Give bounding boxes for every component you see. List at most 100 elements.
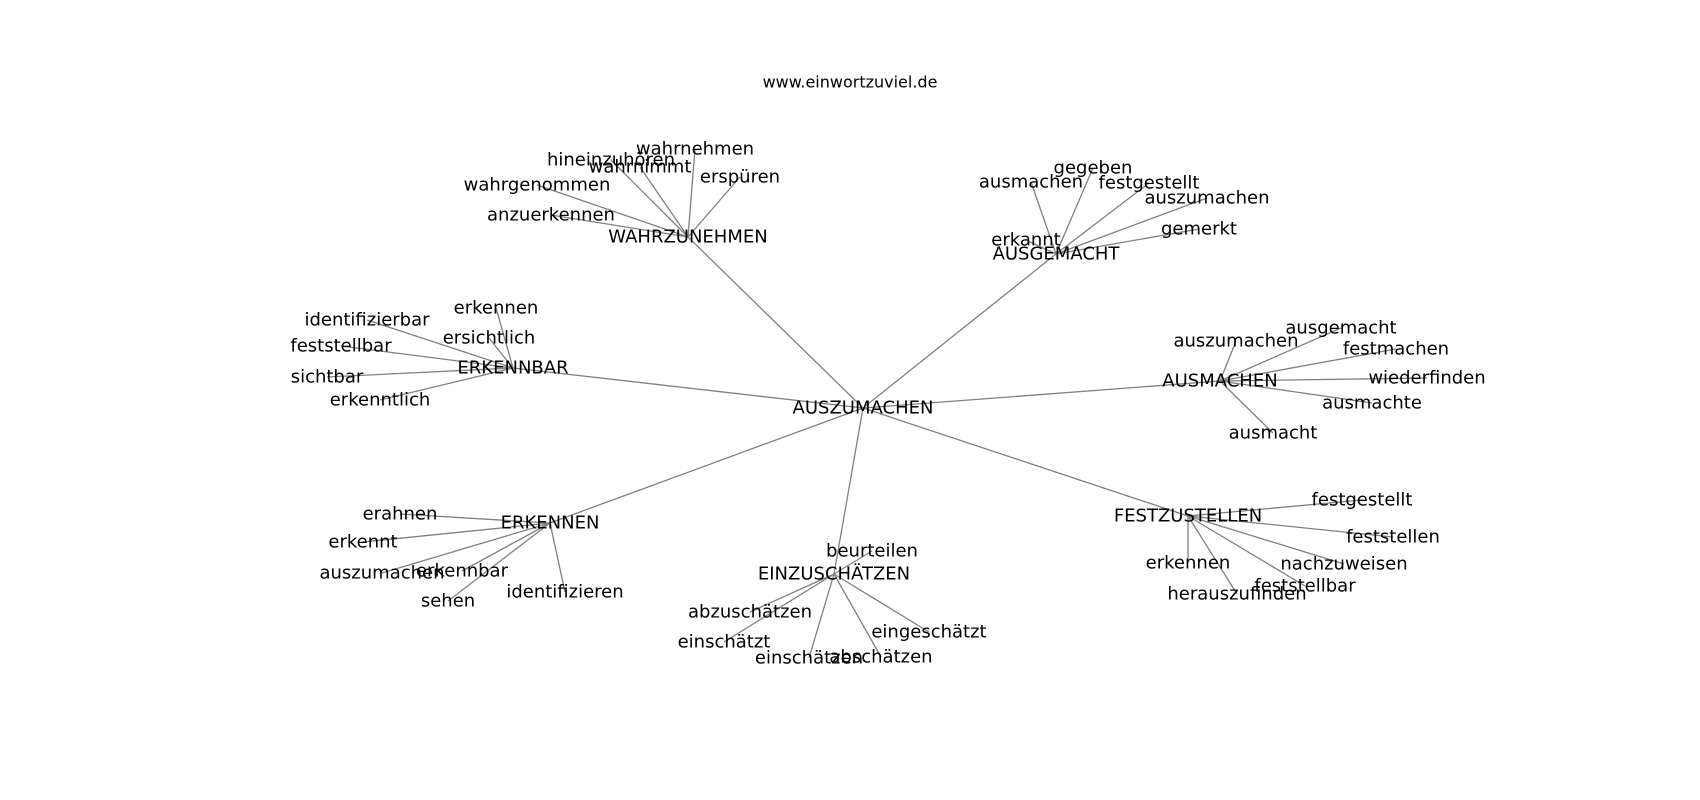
- leaf-node-sichtbar: sichtbar: [291, 367, 364, 388]
- edge-wahrzunehmen-wahrnehmen: [687, 148, 696, 238]
- leaf-node-festgestellt: festgestellt: [1099, 173, 1200, 194]
- edge-ausmachen-ausgemacht: [1219, 327, 1342, 382]
- leaf-node-anzuerkennen: anzuerkennen: [487, 205, 615, 226]
- edge-festzustellen-nachzuweisen: [1187, 515, 1345, 565]
- edge-einzuschaetzen-beurteilen: [833, 550, 873, 575]
- edge-center-ausgemacht: [862, 253, 1057, 409]
- leaf-node-ausmachen: ausmachen: [979, 172, 1083, 193]
- hub-node-einzuschaetzen: EINZUSCHÄTZEN: [758, 564, 910, 585]
- leaf-node-wiederfinden: wiederfinden: [1368, 368, 1485, 389]
- edge-erkennen-identifizieren: [549, 522, 566, 593]
- edge-erkennbar-identifizierbar: [366, 319, 514, 369]
- edge-center-ausmachen: [862, 380, 1221, 409]
- leaf-node-erkennen: erkennen: [454, 298, 539, 319]
- edge-erkennbar-ersichtlich: [488, 337, 514, 369]
- edge-erkennbar-erkennen: [495, 307, 514, 369]
- leaf-node-beurteilen: beurteilen: [826, 541, 918, 562]
- edge-center-einzuschaetzen: [833, 407, 864, 575]
- edge-center-festzustellen: [862, 407, 1189, 517]
- leaf-node-ersichtlich: ersichtlich: [443, 328, 536, 349]
- center-node: AUSZUMACHEN: [793, 398, 934, 419]
- leaf-node-auszumachen: auszumachen: [1144, 188, 1269, 209]
- edge-festzustellen-herauszufinden: [1187, 515, 1238, 595]
- leaf-node-nachzuweisen: nachzuweisen: [1280, 554, 1407, 575]
- edge-ausgemacht-gegeben: [1055, 167, 1094, 255]
- leaf-node-erkennt: erkennt: [328, 532, 397, 553]
- leaf-node-abschaetzen: abschätzen: [829, 647, 932, 668]
- edge-festzustellen-feststellbar: [1187, 515, 1306, 587]
- leaf-node-ausgemacht: ausgemacht: [1285, 318, 1396, 339]
- edge-erkennen-erahnen: [399, 513, 551, 524]
- leaf-node-erkenntlich: erkenntlich: [330, 390, 431, 411]
- edge-ausmachen-ausmacht: [1219, 380, 1274, 434]
- edge-wahrzunehmen-wahrnimmt: [639, 166, 689, 238]
- edge-erkennen-auszumachen: [381, 522, 551, 574]
- edge-einzuschaetzen-einschaetzt: [723, 573, 835, 643]
- leaf-node-abzuschaetzen: abzuschätzen: [688, 602, 812, 623]
- leaf-node-wahrnimmt: wahrnimmt: [589, 157, 692, 178]
- leaf-node-ausmacht: ausmacht: [1229, 423, 1318, 444]
- hub-node-erkennen: ERKENNEN: [501, 513, 600, 534]
- hub-node-ausmachen: AUSMACHEN: [1162, 371, 1277, 392]
- edge-ausgemacht-gemerkt: [1055, 228, 1200, 255]
- edge-erkennbar-feststellbar: [340, 345, 514, 369]
- leaf-node-auszumachen: auszumachen: [1173, 331, 1298, 352]
- graph-edges: [326, 148, 1428, 659]
- leaf-node-gemerkt: gemerkt: [1161, 219, 1237, 240]
- edge-ausgemacht-erkannt: [1025, 239, 1057, 255]
- edge-wahrzunehmen-anzuerkennen: [550, 214, 689, 238]
- leaf-node-hineinzuhoeren: hineinzuhören: [547, 150, 675, 171]
- edge-erkennen-erkennbar: [461, 522, 551, 572]
- leaf-node-sehen: sehen: [421, 591, 475, 612]
- edge-einzuschaetzen-einschaetzen: [808, 573, 835, 659]
- leaf-node-ausmachte: ausmachte: [1322, 393, 1422, 414]
- edge-erkennbar-erkenntlich: [379, 367, 514, 401]
- edge-einzuschaetzen-eingeschaetzt: [833, 573, 930, 633]
- hub-node-wahrzunehmen: WAHRZUNEHMEN: [608, 227, 767, 248]
- leaf-node-festmachen: festmachen: [1343, 339, 1449, 360]
- leaf-node-erkannt: erkannt: [991, 230, 1061, 251]
- edge-ausmachen-festmachen: [1219, 348, 1397, 382]
- edge-festzustellen-festgestellt: [1187, 499, 1363, 517]
- hub-node-festzustellen: FESTZUSTELLEN: [1114, 506, 1262, 527]
- edge-ausgemacht-ausmachen: [1030, 181, 1057, 255]
- edge-ausmachen-auszumachen: [1219, 340, 1237, 382]
- leaf-node-wahrnehmen: wahrnehmen: [636, 139, 754, 160]
- leaf-node-einschaetzen: einschätzen: [755, 648, 863, 669]
- edge-ausgemacht-auszumachen: [1055, 197, 1208, 255]
- leaf-node-erahnen: erahnen: [363, 504, 438, 525]
- leaf-node-erspueren: erspüren: [700, 167, 780, 188]
- leaf-node-identifizieren: identifizieren: [506, 582, 623, 603]
- leaf-node-erkennen: erkennen: [1146, 553, 1231, 574]
- edge-ausgemacht-festgestellt: [1055, 182, 1150, 255]
- leaf-node-wahrgenommen: wahrgenommen: [464, 175, 611, 196]
- leaf-node-erkennbar: erkennbar: [416, 561, 509, 582]
- edge-wahrzunehmen-erspueren: [687, 176, 741, 238]
- edge-center-wahrzunehmen: [687, 236, 864, 409]
- edge-ausmachen-wiederfinden: [1219, 377, 1428, 382]
- leaf-node-feststellbar: feststellbar: [290, 336, 392, 357]
- leaf-node-festgestellt: festgestellt: [1312, 490, 1413, 511]
- edge-einzuschaetzen-abzuschaetzen: [749, 573, 835, 613]
- leaf-node-identifizierbar: identifizierbar: [304, 310, 430, 331]
- graph-nodes: AUSZUMACHEN WAHRZUNEHMEN wahrnehmenhineinz…: [290, 139, 1485, 669]
- hub-node-ausgemacht: AUSGEMACHT: [993, 244, 1121, 265]
- edge-einzuschaetzen-abschaetzen: [833, 573, 882, 658]
- leaf-node-eingeschaetzt: eingeschätzt: [871, 622, 986, 643]
- edge-erkennen-erkennt: [362, 522, 551, 543]
- edge-wahrzunehmen-wahrgenommen: [536, 184, 689, 238]
- leaf-node-auszumachen: auszumachen: [319, 563, 444, 584]
- leaf-node-herauszufinden: herauszufinden: [1167, 584, 1306, 605]
- leaf-node-feststellbar: feststellbar: [1254, 576, 1356, 597]
- leaf-node-einschaetzt: einschätzt: [678, 632, 771, 653]
- edge-center-erkennen: [549, 407, 864, 524]
- site-title: www.einwortzuviel.de: [763, 73, 938, 92]
- hub-node-erkennbar: ERKENNBAR: [457, 358, 568, 379]
- edge-erkennen-sehen: [447, 522, 551, 602]
- edge-erkennbar-sichtbar: [326, 367, 514, 378]
- leaf-node-gegeben: gegeben: [1054, 158, 1133, 179]
- edge-festzustellen-feststellen: [1187, 515, 1394, 538]
- edge-ausmachen-ausmachte: [1219, 380, 1373, 404]
- leaf-node-feststellen: feststellen: [1346, 527, 1440, 548]
